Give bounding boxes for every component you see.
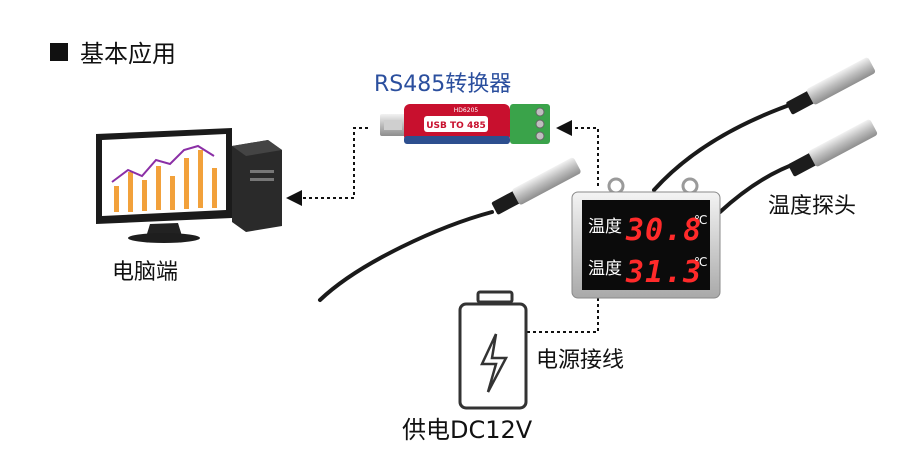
- probe-label: 温度探头: [768, 194, 857, 219]
- connection-lines: [286, 120, 599, 333]
- power-connection-line: [526, 298, 599, 333]
- converter-label: RS485转换器: [374, 72, 512, 97]
- display-row-1-label: 温度: [588, 217, 622, 237]
- display-row-2-value: 31.3: [625, 255, 702, 290]
- display-row-2-label: 温度: [588, 259, 622, 279]
- converter-to-pc-line: [286, 127, 368, 206]
- square-bullet-icon: [50, 42, 68, 61]
- lightning-bolt-icon: [480, 333, 509, 393]
- section-title: 基本应用: [50, 34, 176, 69]
- power-supply-label: 供电DC12V: [402, 416, 533, 444]
- section-title-text: 基本应用: [80, 40, 176, 68]
- display-row-1-value: 30.8: [625, 213, 702, 248]
- display-row-2-unit: ℃: [694, 255, 707, 269]
- led-display-device: 温度 30.8 ℃ 温度 31.3 ℃: [571, 177, 721, 299]
- power-supply-icon: [458, 290, 528, 410]
- converter-body-text: USB TO 485: [426, 121, 486, 131]
- display-row-1-unit: ℃: [694, 213, 707, 227]
- temperature-probe-icon: [491, 57, 878, 215]
- power-line-label: 电源接线: [536, 348, 625, 373]
- monitor-bar-chart: [111, 144, 217, 212]
- rs485-converter-icon: USB TO 485 HD6205: [380, 104, 550, 144]
- converter-model-text: HD6205: [454, 107, 479, 114]
- pc-label: 电脑端: [112, 260, 179, 285]
- display-to-converter-line: [556, 120, 599, 186]
- computer-icon: [96, 128, 282, 243]
